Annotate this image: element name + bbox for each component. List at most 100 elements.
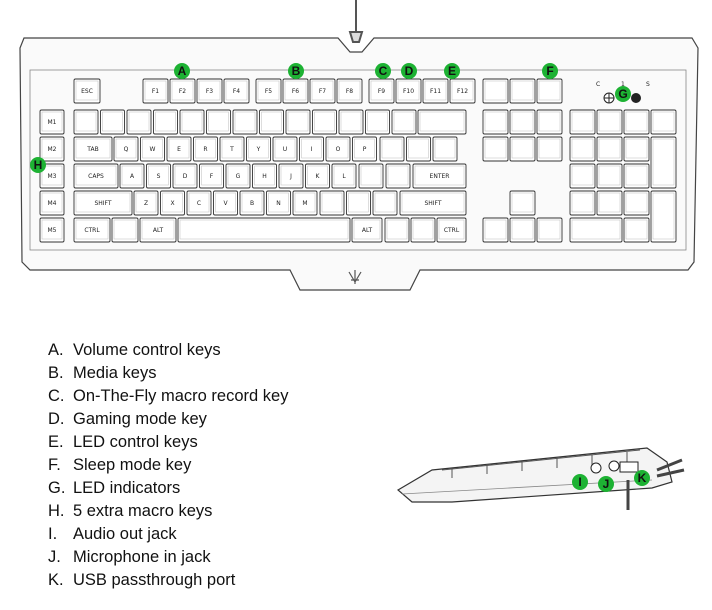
key-k: K — [305, 163, 330, 189]
key-numpad — [623, 190, 650, 216]
svg-text:SHIFT: SHIFT — [424, 200, 441, 207]
key-f12: F12 — [449, 78, 476, 104]
svg-text:M: M — [302, 200, 307, 207]
key-enter: ENTER — [412, 163, 467, 189]
led-label-caps: C — [596, 81, 600, 88]
key-ctrl-right: CTRL — [436, 217, 467, 243]
svg-text:F9: F9 — [378, 88, 385, 95]
key-o: O — [325, 136, 351, 162]
legend-item-j: J.Microphone in jack — [48, 548, 211, 566]
svg-text:E: E — [177, 146, 181, 153]
svg-text:F5: F5 — [265, 88, 272, 95]
key-f: F — [199, 163, 224, 189]
key-m4: M4 — [39, 190, 65, 216]
key-number-row — [126, 109, 152, 135]
key-f5: F5 — [255, 78, 282, 104]
key-t: T — [219, 136, 245, 162]
svg-text:T: T — [229, 146, 234, 153]
key-arrow — [482, 217, 509, 243]
key-h: H — [252, 163, 277, 189]
svg-text:K: K — [638, 471, 647, 485]
callout-e: E — [444, 63, 460, 79]
key-bracket — [406, 136, 431, 162]
key-arrow — [509, 217, 536, 243]
legend-item-i: I.Audio out jack — [48, 525, 177, 543]
svg-text:F2: F2 — [179, 88, 186, 95]
svg-text:E: E — [448, 64, 456, 78]
key-y: Y — [246, 136, 271, 162]
key-numpad — [569, 136, 596, 162]
key-number-row — [206, 109, 231, 135]
key-number-row — [365, 109, 390, 135]
key-f8: F8 — [336, 78, 363, 104]
svg-text:K: K — [316, 173, 321, 180]
svg-text:R: R — [203, 146, 207, 153]
legend-item-f: F.Sleep mode key — [48, 456, 192, 474]
key-menu — [410, 217, 436, 243]
led-indicators: C 1 S — [596, 81, 650, 104]
svg-text:TAB: TAB — [86, 146, 98, 153]
key-arrow-up — [509, 190, 536, 216]
key-nav — [509, 109, 536, 135]
svg-text:M5: M5 — [48, 227, 57, 234]
key-numpad-0 — [569, 217, 623, 243]
legend-item-g: G.LED indicators — [48, 479, 181, 497]
key-numpad — [623, 136, 650, 162]
keyboard-deck — [29, 69, 687, 251]
callout-b: B — [288, 63, 304, 79]
svg-text:D: D — [405, 64, 414, 78]
svg-text:J: J — [289, 173, 292, 180]
svg-text:F7: F7 — [319, 88, 326, 95]
keyboard-side-view: I J K — [396, 447, 685, 510]
key-nav — [509, 136, 536, 162]
key-q: Q — [113, 136, 139, 162]
callouts: A B C D E F G H — [30, 63, 631, 173]
key-nav — [482, 136, 509, 162]
key-number-row — [232, 109, 258, 135]
key-system-2 — [509, 78, 536, 104]
svg-text:CAPS: CAPS — [88, 173, 104, 180]
svg-text:J: J — [603, 477, 610, 491]
svg-text:B: B — [250, 200, 254, 207]
razer-logo-icon — [348, 270, 362, 284]
svg-text:H: H — [262, 173, 267, 180]
key-number-row — [259, 109, 284, 135]
key-n: N — [266, 190, 291, 216]
callout-c: C — [375, 63, 391, 79]
legend-item-h: H.5 extra macro keys — [48, 502, 213, 520]
svg-text:I: I — [311, 146, 313, 153]
svg-text:G: G — [236, 173, 241, 180]
callout-h: H — [30, 157, 46, 173]
key-ctrl-left: CTRL — [73, 217, 111, 243]
key-f7: F7 — [309, 78, 336, 104]
key-v: V — [213, 190, 238, 216]
key-m5: M5 — [39, 217, 65, 243]
svg-text:CTRL: CTRL — [444, 227, 460, 234]
key-arrow — [536, 217, 563, 243]
svg-text:N: N — [276, 200, 281, 207]
key-system-1 — [482, 78, 509, 104]
callout-j: J — [598, 476, 614, 492]
key-a: A — [119, 163, 145, 189]
key-f6: F6 — [282, 78, 309, 104]
key-d: D — [172, 163, 198, 189]
key-alt-right: ALT — [351, 217, 383, 243]
key-number-row — [285, 109, 311, 135]
svg-text:P: P — [363, 146, 367, 153]
key-punct — [319, 190, 345, 216]
key-win — [111, 217, 139, 243]
key-bracket — [379, 136, 405, 162]
key-bracket — [432, 136, 458, 162]
key-m: M — [292, 190, 318, 216]
legend-item-a: A.Volume control keys — [48, 341, 221, 359]
audio-out-jack-icon — [590, 462, 602, 474]
svg-text:O: O — [336, 146, 341, 153]
key-semicolon — [358, 163, 384, 189]
key-f9: F9 — [368, 78, 395, 104]
key-number-row — [153, 109, 178, 135]
key-j: J — [278, 163, 304, 189]
usb-cable — [348, 0, 364, 43]
callout-k: K — [634, 470, 650, 486]
